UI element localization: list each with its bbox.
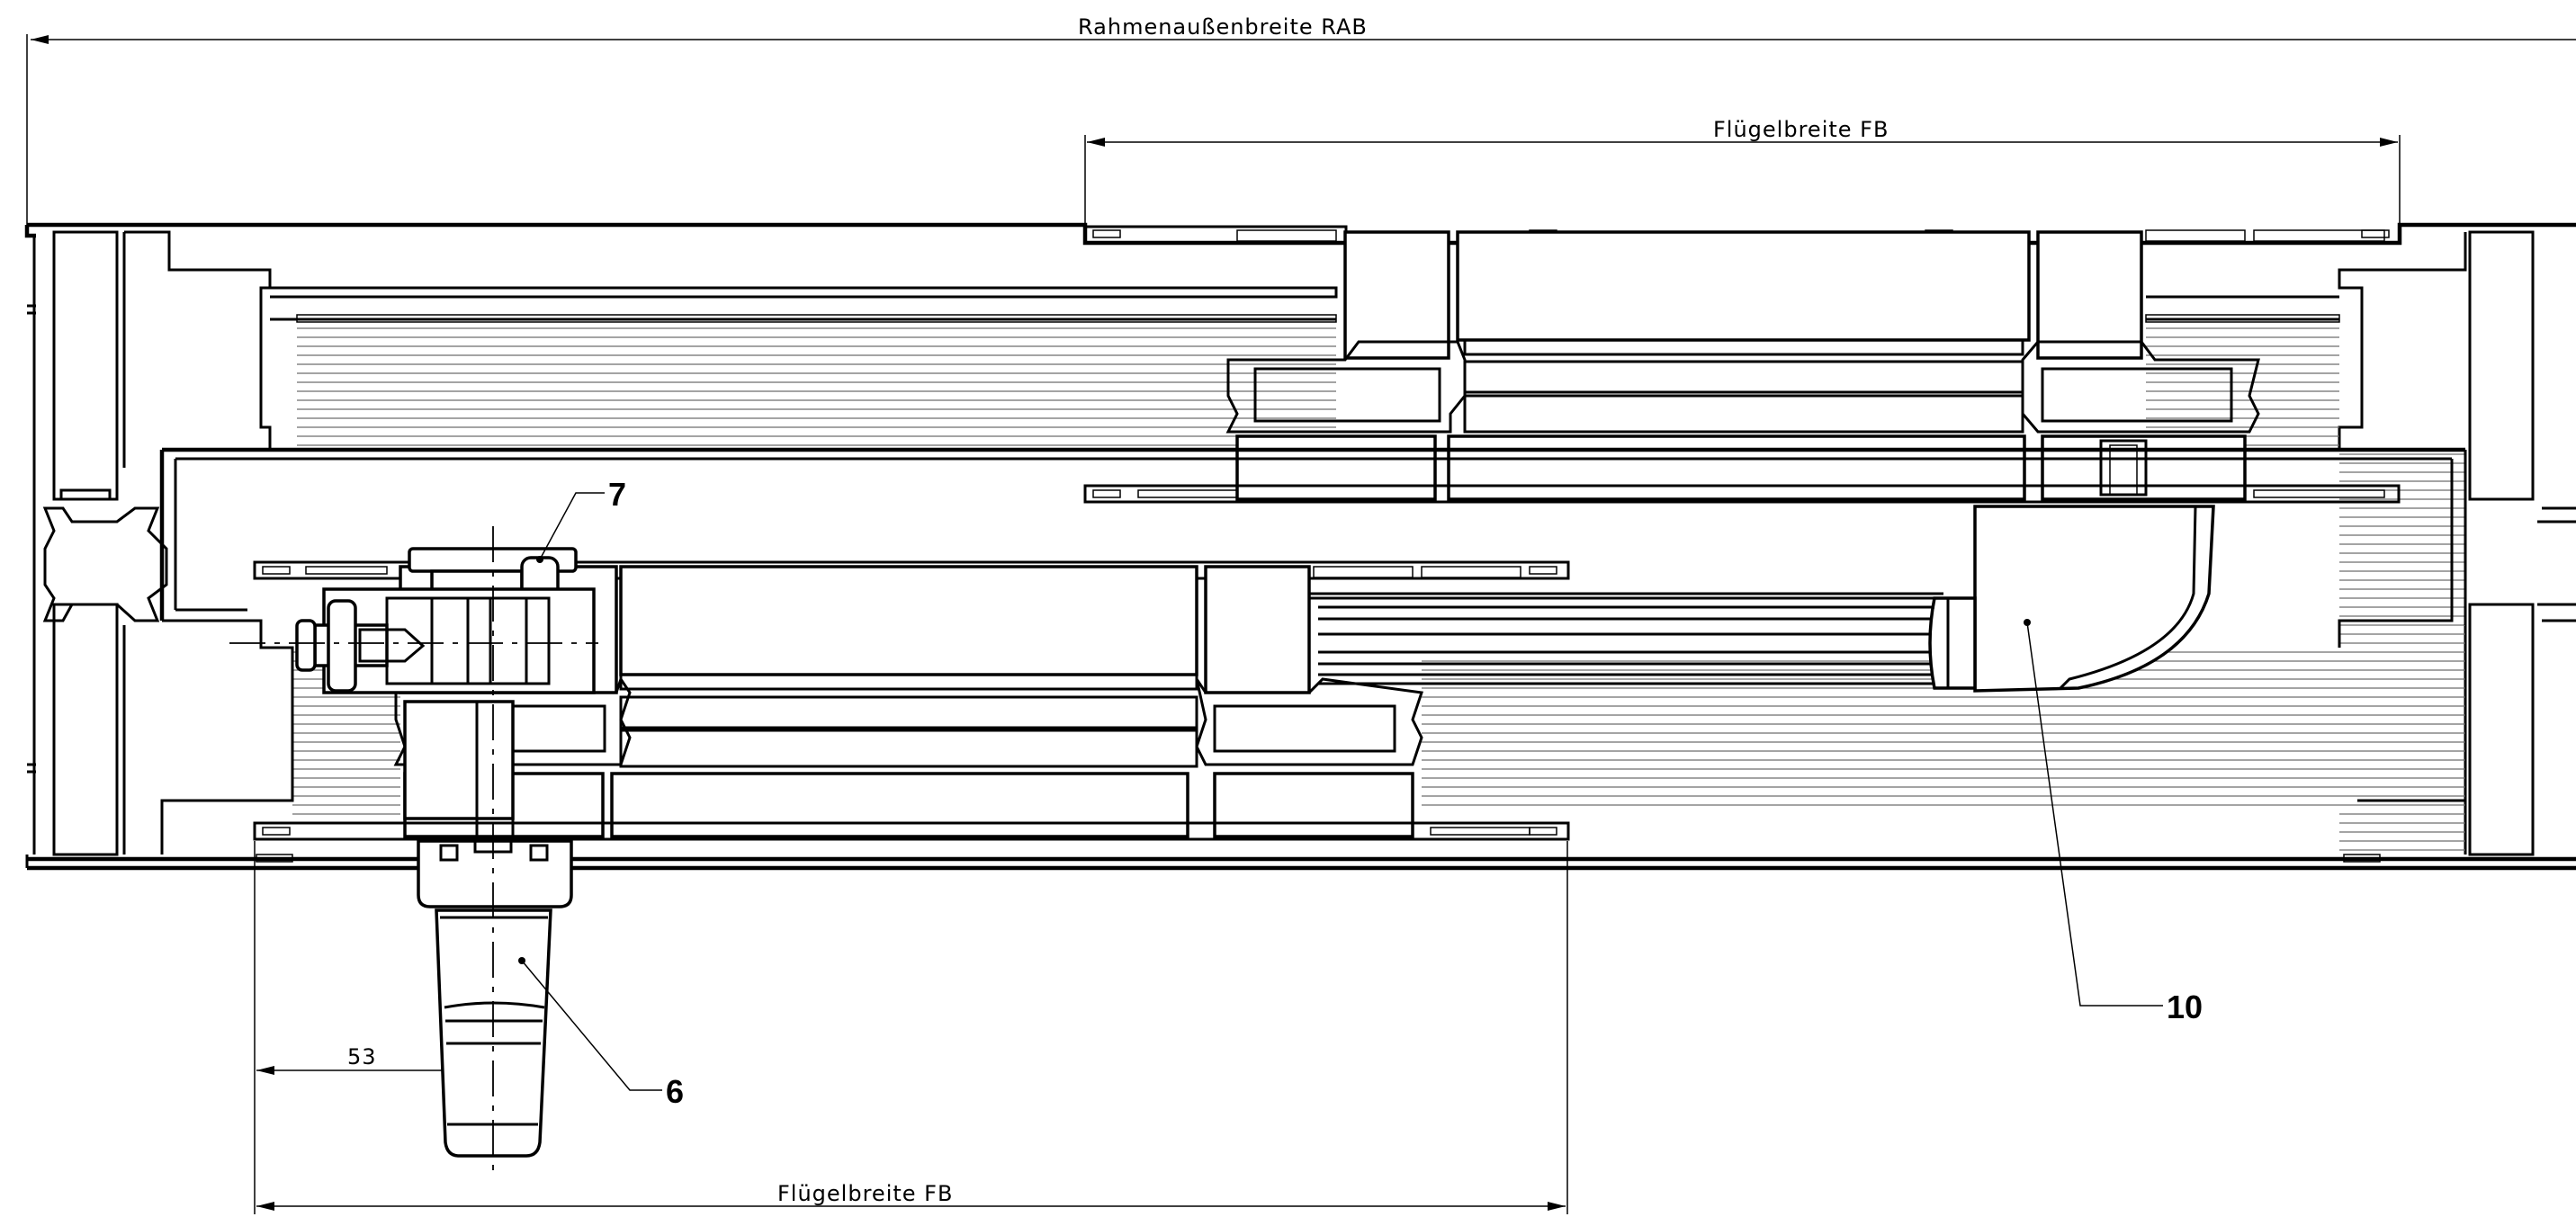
- handle-grip: [417, 526, 573, 1178]
- upper-sash-profile: [1083, 225, 2401, 504]
- callout-label-10: 10: [2167, 989, 2203, 1025]
- dimension-label-fb-top: Flügelbreite FB: [1713, 117, 1889, 142]
- callout-10: 10: [2024, 619, 2203, 1025]
- dimension-sash-width-top: Flügelbreite FB: [1084, 117, 2401, 238]
- callout-label-6: 6: [666, 1073, 684, 1110]
- dimension-label-fb-bottom: Flügelbreite FB: [777, 1181, 953, 1206]
- dimension-label-rab: Rahmenaußenbreite RAB: [1078, 14, 1368, 40]
- callout-label-7: 7: [608, 476, 626, 513]
- dimension-sash-width-bottom: Flügelbreite FB: [254, 841, 1568, 1214]
- callout-6: 6: [518, 957, 684, 1110]
- locking-mechanism: [229, 547, 598, 841]
- dimension-frame-outer-width: Rahmenaußenbreite RAB: [26, 14, 2576, 225]
- callout-7: 7: [536, 476, 626, 563]
- corner-connector: [1318, 505, 2215, 693]
- middle-frame-channel: [159, 447, 2467, 855]
- dimension-label-53: 53: [347, 1044, 377, 1069]
